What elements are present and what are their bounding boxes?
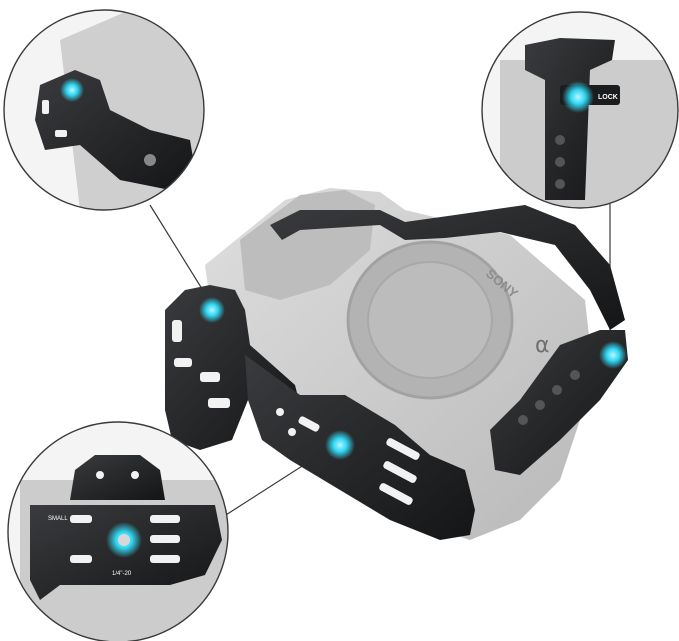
callout-top-left-ring [3, 9, 205, 211]
callout-bottom-left-bracket-hole [96, 471, 104, 479]
base-slot [379, 483, 413, 505]
base-slot [298, 416, 320, 432]
highlight-glow-left [199, 297, 225, 323]
callout-bottom-left: SMALL 1/4"-20 [7, 421, 229, 641]
cage-top-frame [270, 205, 625, 330]
callout-top-right-bracket [525, 38, 615, 200]
callout-top-right-lock-label: LOCK [598, 94, 618, 101]
cage-left-slot-3 [200, 372, 220, 382]
callout-top-right-hole [555, 157, 565, 167]
cage-right-frame [490, 330, 628, 475]
callout-top-left-slot [42, 100, 49, 114]
lens-mount-inner [367, 261, 493, 379]
highlight-glow-base [325, 430, 355, 460]
camera-mount-text: α [535, 333, 550, 358]
bottom-plate-slot [70, 515, 92, 523]
callout-top-left-screw [144, 154, 156, 166]
callout-top-right-hole [555, 135, 565, 145]
base-plate-slots [276, 408, 420, 505]
bottom-plate-slot [150, 515, 180, 523]
right-frame-hole [518, 415, 528, 425]
right-frame-hole [552, 385, 562, 395]
bottom-plate-slot [150, 555, 180, 563]
bottom-plate-slot [70, 555, 92, 563]
callout-bottom-left-ring [7, 421, 229, 641]
callout-top-right: LOCK [481, 11, 679, 209]
cage-left-slot-2 [174, 358, 192, 367]
callout-bottom-left-arrow-label: SMALL [48, 516, 68, 522]
callout-top-left-slot [55, 130, 67, 137]
base-slot [386, 438, 420, 460]
bottom-plate-slot [150, 535, 180, 543]
callout-top-left-glow [60, 78, 84, 102]
callout-top-right-ring [481, 11, 679, 209]
callout-top-left [3, 9, 205, 211]
base-hole [276, 408, 284, 416]
base-slot [383, 461, 417, 483]
right-frame-holes [518, 370, 580, 425]
callout-top-right-hole [555, 179, 565, 189]
callout-bottom-left-bracket-hole [131, 471, 139, 479]
callout-top-right-glow [562, 81, 594, 113]
callout-bottom-left-screw [118, 534, 130, 546]
callout-bottom-left-slots [70, 515, 180, 563]
callout-bottom-left-top-bracket [70, 455, 165, 500]
main-product: SONY α [165, 188, 628, 540]
right-frame-hole [535, 400, 545, 410]
right-frame-hole [570, 370, 580, 380]
cage-left-frame [165, 285, 300, 450]
highlight-glow-right-lock [599, 341, 627, 369]
cage-left-slot-4 [208, 398, 230, 408]
callout-bottom-left-hole-label: 1/4"-20 [112, 571, 132, 577]
base-hole [288, 428, 296, 436]
cage-base-plate [245, 355, 475, 540]
cage-left-slot-1 [172, 320, 182, 342]
